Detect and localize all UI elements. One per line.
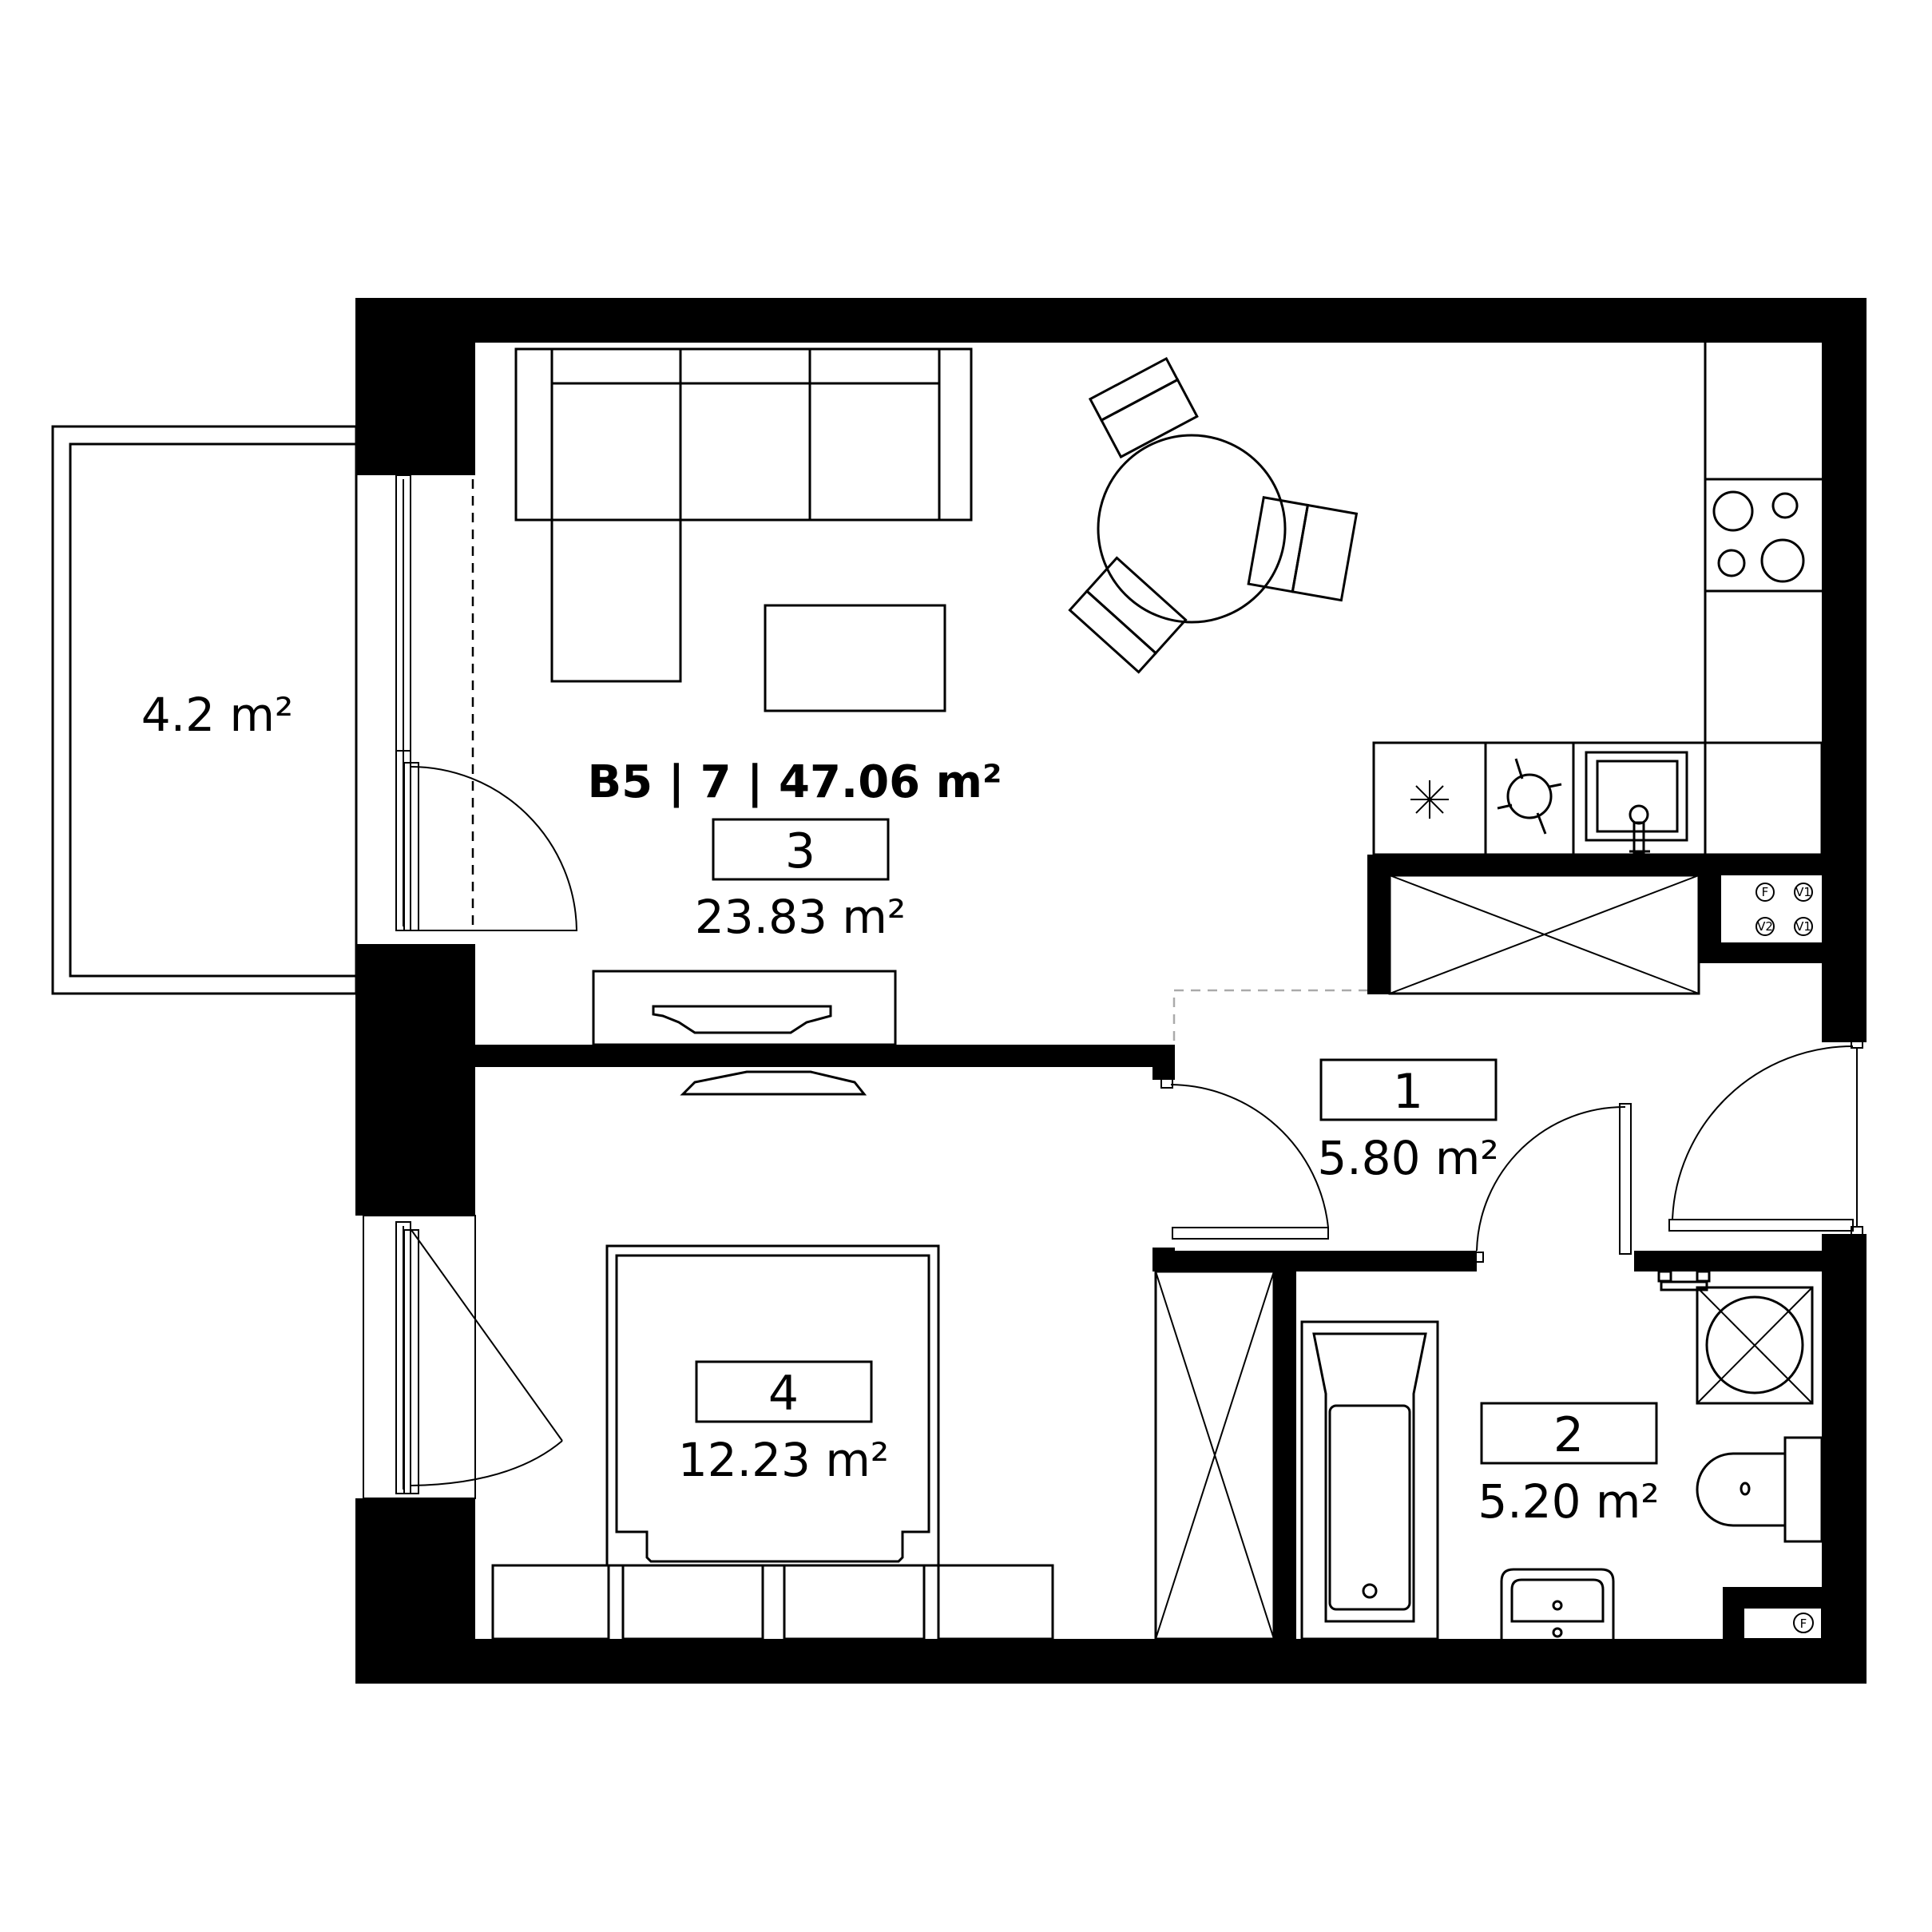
room-label-2: 2 5.20 m²	[1478, 1402, 1660, 1529]
bathroom-door[interactable]	[1471, 1103, 1632, 1263]
room-number-2: 2	[1553, 1407, 1584, 1463]
interior-walls	[475, 855, 1822, 1639]
room-number-3: 3	[785, 823, 815, 879]
meter-f-label: F	[1762, 885, 1769, 899]
room-boundary	[1172, 989, 1367, 1041]
room-number-4: 4	[768, 1366, 799, 1422]
exterior-walls	[355, 298, 1867, 1684]
sofa	[514, 347, 973, 683]
nightstand-right	[937, 1564, 1054, 1640]
window-living	[395, 474, 474, 931]
meter-cabinet-bottom: F	[1743, 1607, 1823, 1640]
room-number-1: 1	[1393, 1064, 1423, 1120]
room-area-3: 23.83 m²	[695, 890, 906, 944]
apartment-title: B5 | 7 | 47.06 m²	[587, 756, 1002, 808]
meter-v2-label: V2	[1757, 919, 1773, 934]
meter-v1-label: V1	[1795, 885, 1811, 899]
wardrobe-hall	[1388, 874, 1700, 995]
room-label-1: 1 5.80 m²	[1317, 1058, 1499, 1185]
kitchen-sink	[1585, 751, 1688, 855]
room-area-2: 5.20 m²	[1478, 1474, 1659, 1529]
washing-machine	[1497, 758, 1562, 835]
bed	[605, 1244, 940, 1640]
boiler	[1657, 1270, 1814, 1405]
bedroom-tv	[680, 1070, 867, 1096]
room-label-4: 4 12.23 m²	[678, 1360, 889, 1487]
toilet	[1696, 1436, 1823, 1543]
meter-cabinet-top: F V1 V2 V1	[1755, 883, 1813, 936]
bathroom-sink	[1500, 1568, 1615, 1639]
meter-v1-label-2: V1	[1795, 919, 1811, 934]
bedroom-balcony-door[interactable]	[403, 1229, 563, 1494]
wardrobe-bedroom	[1154, 1270, 1275, 1640]
bedroom-door[interactable]	[1160, 1077, 1329, 1240]
dining-set	[1068, 356, 1359, 674]
balcony-area: 4.2 m²	[141, 688, 293, 742]
entrance-door[interactable]	[1668, 1037, 1863, 1237]
balcony-door[interactable]	[403, 762, 578, 931]
bathtub	[1300, 1320, 1439, 1640]
nightstand-left	[491, 1564, 610, 1640]
kitchen-counter	[1372, 343, 1823, 856]
room-area-4: 12.23 m²	[678, 1433, 889, 1487]
dishwasher	[1410, 780, 1449, 819]
cooktop	[1712, 490, 1805, 583]
balcony	[51, 425, 358, 995]
room-area-1: 5.80 m²	[1317, 1131, 1498, 1185]
meter-f-label-2: F	[1800, 1617, 1807, 1631]
coffee-table	[764, 604, 946, 712]
room-label-3: 3 23.83 m²	[695, 818, 906, 944]
tv-unit	[592, 970, 897, 1046]
